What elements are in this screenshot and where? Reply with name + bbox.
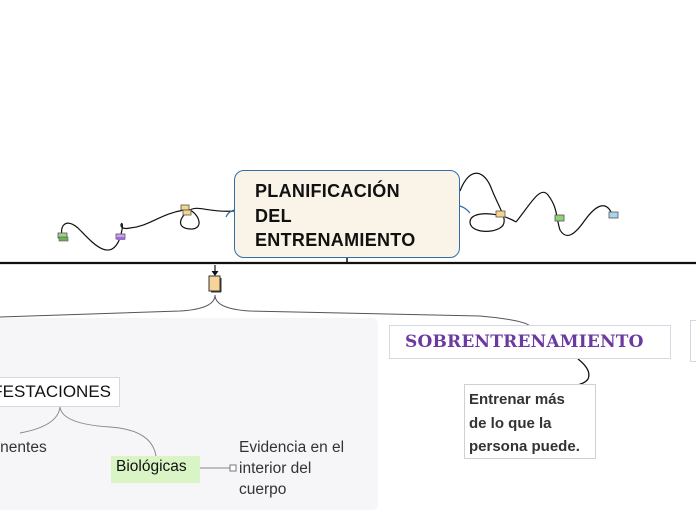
marker-blue-right xyxy=(608,211,619,219)
marker-purple-left xyxy=(115,233,126,240)
topic-manifestaciones[interactable]: FESTACIONES xyxy=(0,377,120,407)
central-right-notch xyxy=(459,205,471,214)
subtopic-entrenar[interactable]: Entrenar más de lo que la persona puede. xyxy=(464,384,596,459)
topic-sobrentrenamiento[interactable]: SOBRENTRENAMIENTO xyxy=(389,325,671,359)
subtopic-evidencia[interactable]: Evidencia en el interior del cuerpo xyxy=(239,439,345,498)
branch-biologicas xyxy=(59,406,157,457)
central-topic[interactable]: PLANIFICACIÓN DEL ENTRENAMIENTO xyxy=(234,170,460,258)
evidencia-anchor xyxy=(229,464,237,472)
branch-componentes xyxy=(19,406,61,434)
branch-right xyxy=(214,294,531,327)
marker-orange-right xyxy=(495,210,506,218)
relationship-right-a xyxy=(459,172,517,232)
note-arrow-head xyxy=(211,271,219,276)
offscreen-topic-edge xyxy=(690,320,696,362)
branch-entrenar xyxy=(569,358,590,387)
note-icon xyxy=(208,275,222,293)
subtopic-biologicas[interactable]: Biológicas xyxy=(111,456,200,483)
relationship-right-b xyxy=(515,191,613,237)
central-left-notch xyxy=(225,209,235,218)
marker-green-left xyxy=(57,232,69,242)
subtopic-componentes[interactable]: mponentes rnos xyxy=(0,439,47,477)
branch-left xyxy=(0,294,216,318)
marker-orange-left xyxy=(180,204,192,216)
relationship-left-b xyxy=(61,209,185,251)
marker-green-right xyxy=(554,214,565,222)
relationship-left-a xyxy=(180,207,235,230)
